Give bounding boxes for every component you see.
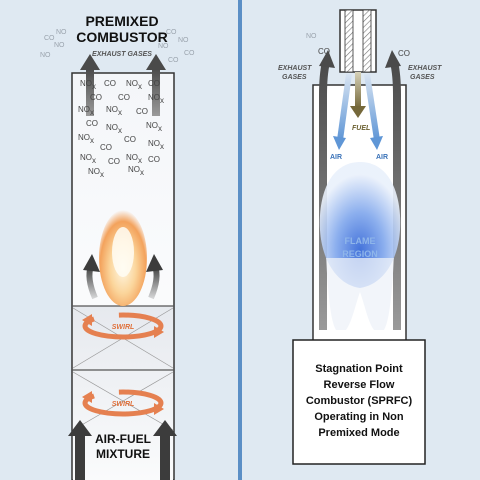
- svg-text:NO: NO: [80, 79, 92, 88]
- svg-text:NO: NO: [106, 123, 118, 132]
- fuel-label: FUEL: [352, 125, 370, 132]
- air-label-left: AIR: [330, 154, 342, 161]
- inlet-label-line2: MIXTURE: [96, 447, 150, 461]
- svg-text:NO: NO: [88, 167, 100, 176]
- left-exhaust-arrows: [80, 54, 166, 116]
- svg-text:NO: NO: [106, 105, 118, 114]
- svg-text:NO: NO: [78, 105, 90, 114]
- caption-line-5: Premixed Mode: [318, 427, 399, 439]
- svg-text:CO: CO: [108, 157, 120, 166]
- air-label-right: AIR: [376, 154, 388, 161]
- svg-text:CO: CO: [124, 135, 136, 144]
- svg-text:x: x: [138, 156, 142, 165]
- right-panel: NO CO CO EXHAUST GASES EXHAUST GASES FUE…: [278, 9, 442, 465]
- exhaust-label-right-line2: GASES: [410, 74, 435, 81]
- left-exhaust-label: EXHAUST GASES: [92, 51, 152, 58]
- svg-text:x: x: [160, 142, 164, 151]
- svg-text:NO: NO: [148, 93, 160, 102]
- svg-text:x: x: [92, 82, 96, 91]
- caption-line-1: Stagnation Point: [315, 363, 403, 375]
- svg-text:CO: CO: [148, 79, 160, 88]
- svg-text:CO: CO: [104, 79, 116, 88]
- swirl-label-lower: SWIRL: [112, 401, 135, 408]
- svg-text:CO: CO: [100, 143, 112, 152]
- fuel-arrow: [350, 72, 366, 118]
- exhaust-label-right-line1: EXHAUST: [408, 65, 442, 72]
- svg-text:x: x: [92, 156, 96, 165]
- svg-text:x: x: [160, 96, 164, 105]
- svg-text:x: x: [100, 170, 104, 179]
- flame-label-line1: FLAME: [345, 236, 376, 246]
- panel-divider: [238, 0, 242, 480]
- svg-text:NO: NO: [178, 37, 189, 44]
- svg-text:NO: NO: [56, 29, 67, 36]
- premixed-flame-core: [112, 227, 134, 277]
- svg-text:NO: NO: [126, 153, 138, 162]
- flame-label-line2: REGION: [342, 249, 378, 259]
- exhaust-label-left-line2: GASES: [282, 74, 307, 81]
- injector-wall-left: [344, 9, 354, 73]
- svg-text:CO: CO: [136, 107, 148, 116]
- svg-text:CO: CO: [184, 50, 195, 57]
- svg-text:x: x: [138, 82, 142, 91]
- svg-text:NO: NO: [40, 52, 51, 59]
- right-top-gases: NO CO CO: [306, 33, 410, 58]
- svg-text:NO: NO: [54, 42, 65, 49]
- svg-text:NO: NO: [126, 79, 138, 88]
- exhaust-label-left-line1: EXHAUST: [278, 65, 312, 72]
- left-recirculation-arrows: [83, 254, 163, 300]
- svg-text:CO: CO: [318, 47, 330, 56]
- left-title-line2: COMBUSTOR: [76, 29, 168, 45]
- left-inlet-arrows: [68, 420, 177, 480]
- svg-text:CO: CO: [166, 29, 177, 36]
- svg-text:NO: NO: [148, 139, 160, 148]
- caption-line-2: Reverse Flow: [324, 379, 395, 391]
- caption-line-4: Operating in Non: [314, 411, 404, 423]
- svg-text:NO: NO: [80, 153, 92, 162]
- svg-text:NO: NO: [128, 165, 140, 174]
- swirl-label-upper: SWIRL: [112, 324, 135, 331]
- swirl-indicator-upper: SWIRL: [82, 312, 164, 340]
- svg-text:NO: NO: [158, 43, 169, 50]
- left-title-line1: PREMIXED: [85, 13, 158, 29]
- swirl-indicator-lower: SWIRL: [82, 389, 164, 417]
- svg-text:CO: CO: [90, 93, 102, 102]
- injector-wall-right: [362, 9, 372, 73]
- caption-line-3: Combustor (SPRFC): [306, 395, 413, 407]
- svg-text:CO: CO: [168, 57, 179, 64]
- svg-text:x: x: [90, 136, 94, 145]
- svg-text:NO: NO: [306, 33, 317, 40]
- svg-text:CO: CO: [148, 155, 160, 164]
- svg-text:NO: NO: [146, 121, 158, 130]
- svg-text:CO: CO: [86, 119, 98, 128]
- svg-text:NO: NO: [78, 133, 90, 142]
- air-arrows: [333, 73, 383, 150]
- caption-box: [292, 339, 426, 465]
- svg-text:x: x: [140, 168, 144, 177]
- svg-text:x: x: [158, 124, 162, 133]
- flame-region: [319, 162, 401, 288]
- svg-text:CO: CO: [398, 49, 410, 58]
- svg-text:x: x: [118, 126, 122, 135]
- left-panel: PREMIXED COMBUSTOR CO NO NO NO CO NO NO …: [40, 13, 195, 480]
- svg-text:x: x: [118, 108, 122, 117]
- inlet-label-line1: AIR-FUEL: [95, 432, 151, 446]
- flame-region-tail: [326, 258, 394, 330]
- svg-text:CO: CO: [118, 93, 130, 102]
- svg-text:x: x: [90, 108, 94, 117]
- swirler-vane: [72, 371, 174, 431]
- right-exhaust-arrows: [319, 50, 401, 330]
- left-top-gases: CO NO NO NO CO NO NO CO CO: [40, 29, 195, 64]
- svg-text:CO: CO: [44, 35, 55, 42]
